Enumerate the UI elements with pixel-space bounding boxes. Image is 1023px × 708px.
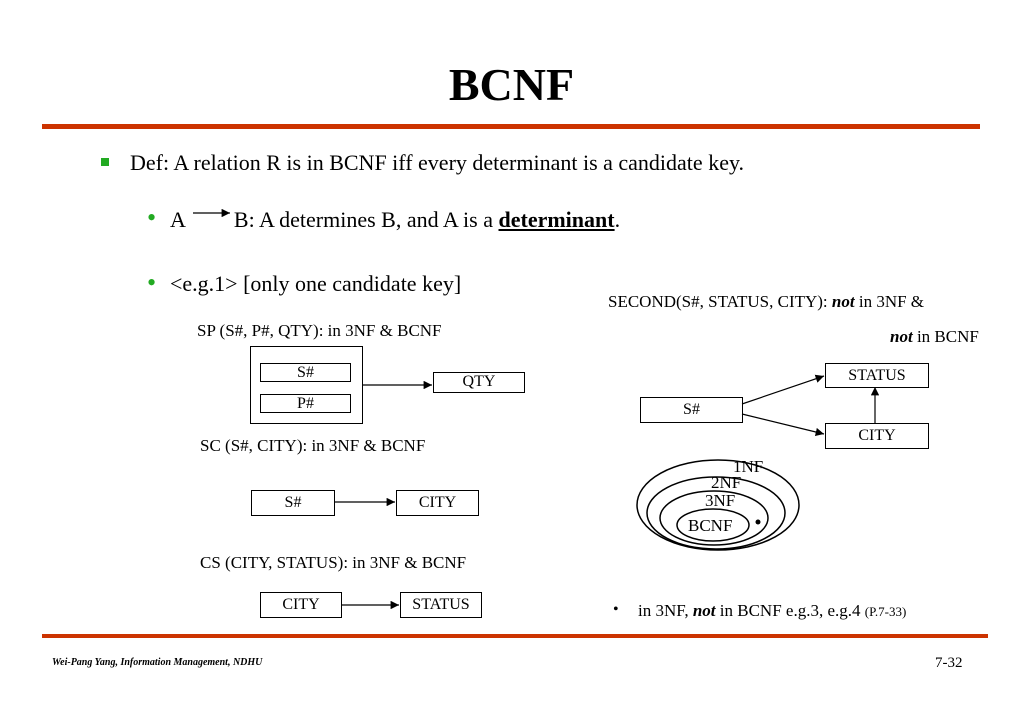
second-not-2: not <box>890 327 913 346</box>
note-ref: (P.7-33) <box>864 604 907 619</box>
note-prefix: in 3NF, <box>638 601 693 620</box>
second-city-box: CITY <box>825 423 929 449</box>
note-text: in 3NF, not in BCNF e.g.3, e.g.4 (P.7-33… <box>638 601 906 621</box>
bcnf-ellipse <box>676 508 750 542</box>
square-bullet-icon <box>101 158 109 166</box>
second-label-prefix: SECOND(S#, STATUS, CITY): <box>608 292 832 311</box>
nf2-label: 2NF <box>711 473 742 492</box>
sc-s-box: S# <box>251 490 335 516</box>
page-title: BCNF <box>448 59 575 110</box>
cs-status-box: STATUS <box>400 592 482 618</box>
second-s-box: S# <box>640 397 743 423</box>
second-label-mid: in 3NF & <box>854 292 925 311</box>
determinant-end: . <box>614 207 621 232</box>
determinant-line: A B: A determines B, and A is a determina… <box>170 207 620 233</box>
sc-label: SC (S#, CITY): in 3NF & BCNF <box>200 436 426 455</box>
second-label: SECOND(S#, STATUS, CITY): not in 3NF & <box>608 292 924 312</box>
page-number: 7-32 <box>935 655 963 671</box>
bullet-dot-icon: • <box>147 203 157 232</box>
bcnf-label: BCNF <box>688 516 733 535</box>
nf1-label: 1NF <box>733 457 764 476</box>
second-label-line2: not in BCNF <box>890 327 979 347</box>
second-label-end: in BCNF <box>912 327 979 346</box>
sc-city-box: CITY <box>396 490 479 516</box>
nf3-label: 3NF <box>705 491 736 510</box>
note-not: not <box>692 601 716 620</box>
sp-p-box: P# <box>260 394 351 413</box>
definition-text: Def: A relation R is in BCNF iff every d… <box>130 150 745 175</box>
note-mid: in BCNF e.g.3, e.g.4 <box>715 601 865 620</box>
example-heading: <e.g.1> [only one candidate key] <box>170 271 462 296</box>
footer-divider <box>42 634 988 638</box>
nf1-ellipse <box>636 459 800 551</box>
cs-city-box: CITY <box>260 592 342 618</box>
second-arrow-status <box>741 374 825 405</box>
second-not-1: not <box>831 292 855 311</box>
sp-s-box: S# <box>260 363 351 382</box>
title-divider <box>42 124 980 129</box>
footer-author: Wei-Pang Yang, Information Management, N… <box>52 657 263 668</box>
determinant-a: A <box>170 207 186 232</box>
nf2-ellipse <box>646 476 786 550</box>
bullet-dot-icon: • <box>147 268 157 297</box>
second-arrow-city <box>741 413 825 437</box>
nf3-ellipse <box>659 490 769 546</box>
determinant-text: B: A determines B, and A is a <box>233 207 499 232</box>
determinant-keyword: determinant <box>498 207 615 232</box>
note-bullet-icon: • <box>613 601 619 618</box>
example-point <box>755 519 761 525</box>
sp-label: SP (S#, P#, QTY): in 3NF & BCNF <box>197 321 442 340</box>
cs-label: CS (CITY, STATUS): in 3NF & BCNF <box>200 553 467 572</box>
sp-qty-box: QTY <box>433 372 525 393</box>
